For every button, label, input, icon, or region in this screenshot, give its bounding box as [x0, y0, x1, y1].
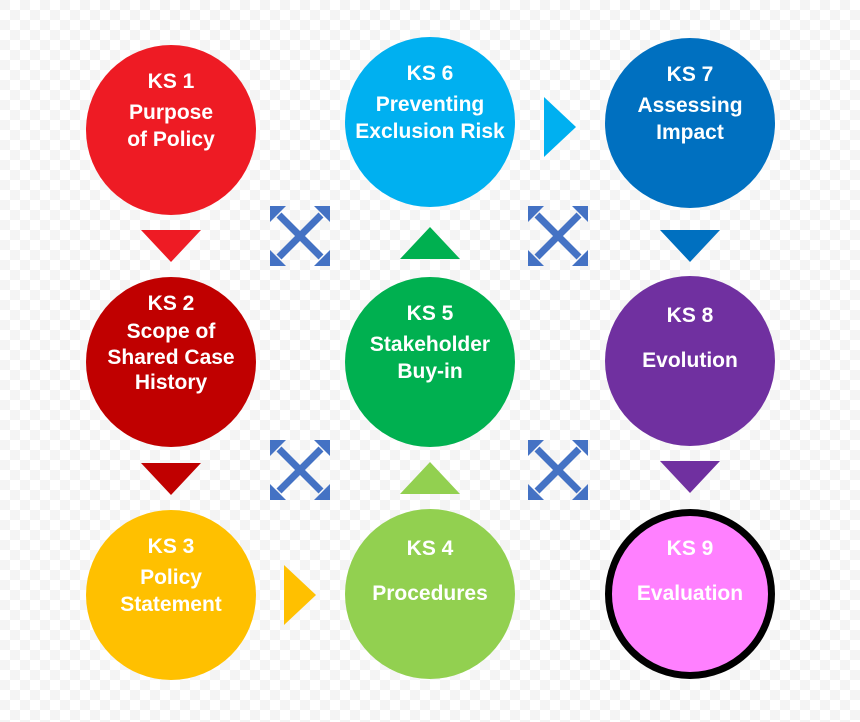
node-title-line: Shared Case	[107, 346, 235, 369]
node-ks8: KS 8 Evolution	[605, 276, 775, 446]
node-number: KS 5	[406, 302, 454, 325]
arrow-down-icon	[660, 230, 720, 262]
node-title-line: Statement	[120, 593, 222, 616]
node-title-line: of Policy	[127, 128, 215, 151]
node-number: KS 9	[666, 537, 714, 560]
node-title-line: Assessing	[637, 94, 743, 117]
node-number: KS 8	[666, 304, 714, 327]
node-number: KS 3	[147, 535, 195, 558]
arrow-right-icon	[544, 97, 576, 157]
bidirectional-cross-arrow-icon	[270, 206, 330, 266]
node-title-line: Stakeholder	[369, 333, 491, 356]
node-ks1: KS 1 Purpose of Policy	[86, 45, 256, 215]
arrow-down-icon	[141, 230, 201, 262]
node-number: KS 2	[147, 292, 195, 315]
arrow-down-icon	[660, 461, 720, 493]
node-title-line: Exclusion Risk	[355, 120, 505, 143]
node-ks4: KS 4 Procedures	[345, 509, 515, 679]
node-number: KS 1	[147, 70, 195, 93]
bidirectional-cross-arrow-icon	[528, 206, 588, 266]
node-title-line: Policy	[140, 566, 202, 589]
node-ks9: KS 9 Evaluation	[605, 509, 775, 679]
arrow-down-icon	[141, 463, 201, 495]
node-title-line: Impact	[656, 121, 724, 144]
node-title-line: Preventing	[375, 93, 485, 116]
node-title-line: Evaluation	[636, 582, 744, 605]
node-title-line: Purpose	[128, 101, 214, 124]
node-title-line: History	[134, 371, 208, 394]
node-number: KS 4	[406, 537, 454, 560]
node-title-line: Buy-in	[397, 360, 463, 383]
node-title-line: Procedures	[372, 582, 488, 605]
arrow-up-icon	[400, 227, 460, 259]
bidirectional-cross-arrow-icon	[528, 440, 588, 500]
node-title-line: Evolution	[642, 349, 738, 372]
node-number: KS 7	[666, 63, 714, 86]
arrow-up-icon	[400, 462, 460, 494]
bidirectional-cross-arrow-icon	[270, 440, 330, 500]
arrow-right-icon	[284, 565, 316, 625]
node-title-line: Scope of	[126, 320, 216, 343]
node-number: KS 6	[406, 62, 454, 85]
